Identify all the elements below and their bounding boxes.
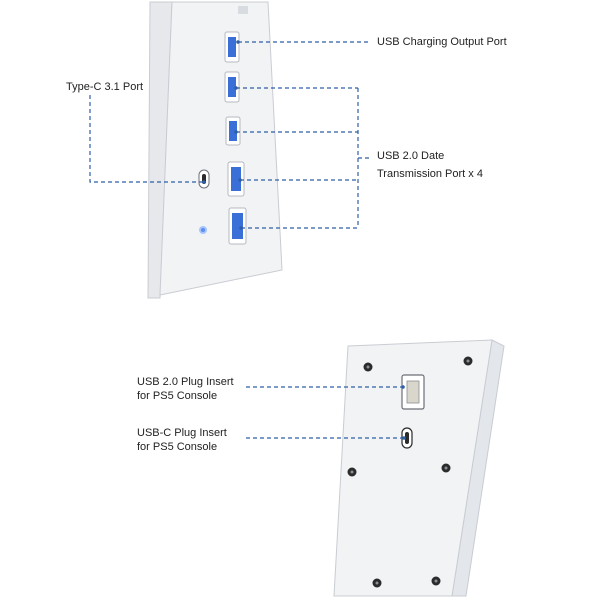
leader-usb20-plug	[246, 385, 405, 389]
label-typec-port: Type-C 3.1 Port	[66, 81, 144, 93]
hub-back-plate	[333, 339, 493, 597]
typec-port	[198, 169, 210, 189]
hub-back-view	[333, 339, 505, 597]
label-usbc-plug-line2: for PS5 Console	[137, 441, 218, 453]
usbc-plug	[401, 427, 413, 449]
usb-data-port-4	[228, 207, 247, 245]
label-usbc-plug-line1: USB-C Plug Insert	[137, 427, 227, 439]
hub-top-tab	[238, 6, 248, 14]
usb-data-port-2	[225, 116, 241, 146]
label-usb-charging-port: USB Charging Output Port	[377, 36, 507, 48]
leader-usbc-plug	[246, 436, 406, 440]
hub-side-strip	[147, 1, 173, 299]
leader-typec	[89, 95, 206, 184]
hub-front-view	[147, 1, 283, 299]
label-usb20-plug-line2: for PS5 Console	[137, 390, 218, 402]
leader-usb-charging	[236, 40, 368, 44]
label-usb20-data-line2: Transmission Port x 4	[377, 168, 483, 180]
usb20-plug	[401, 374, 425, 410]
usb-charging-port	[224, 31, 240, 63]
usb-data-port-3	[227, 161, 245, 197]
usb-data-port-1	[224, 71, 240, 103]
label-usb20-plug-line1: USB 2.0 Plug Insert	[137, 376, 234, 388]
leader-usb20-group	[234, 86, 370, 230]
hub-body	[159, 1, 283, 296]
status-led-core	[201, 228, 205, 232]
label-usb20-data-line1: USB 2.0 Date	[377, 150, 445, 162]
